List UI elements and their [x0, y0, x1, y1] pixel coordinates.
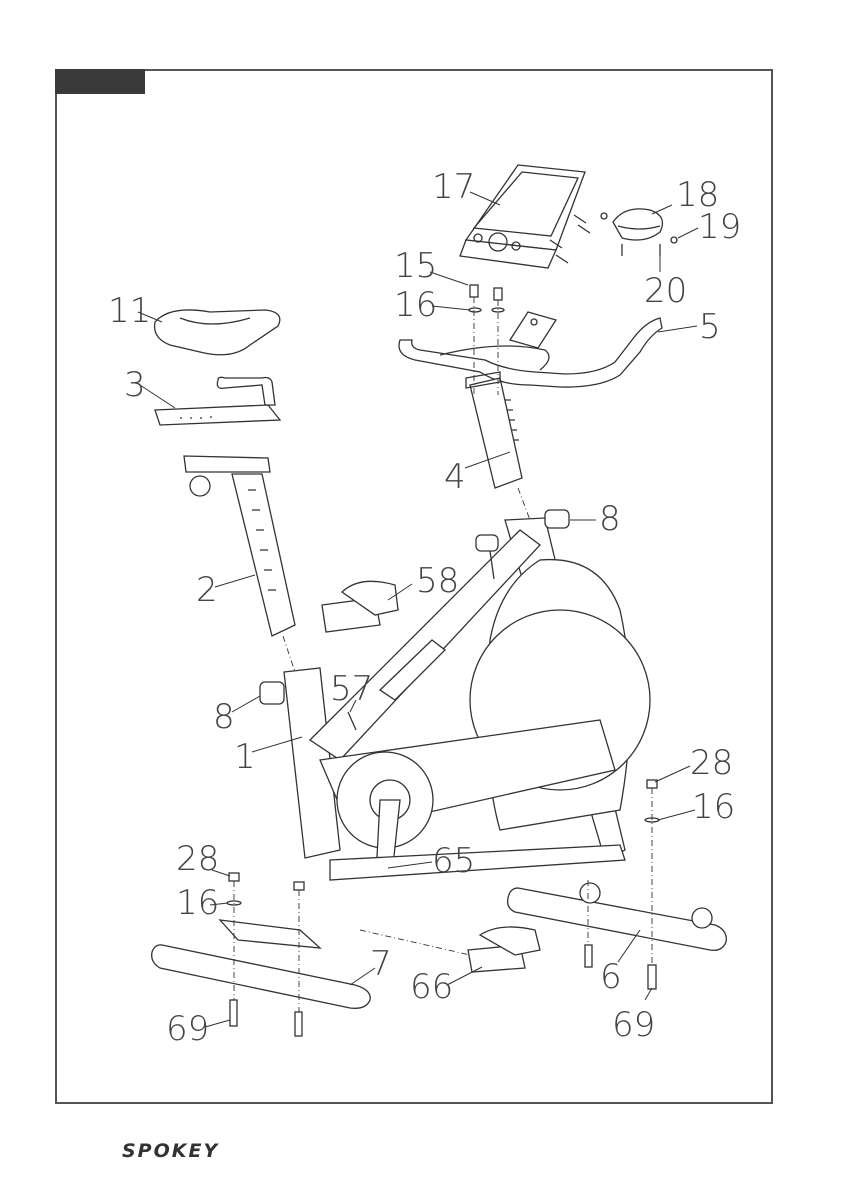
bottle-holder-part — [601, 209, 677, 256]
pedal-bottom-part — [468, 927, 540, 972]
rear-stabilizer-part — [508, 883, 727, 950]
seat-slider-part — [155, 377, 280, 425]
callout-11: 11 — [108, 291, 151, 331]
callout-1: 1 — [234, 737, 256, 777]
callout-66: 66 — [410, 967, 453, 1007]
callout-6: 6 — [600, 957, 622, 997]
callout-8-left: 8 — [213, 697, 235, 737]
seat-knob-part — [260, 682, 284, 704]
pedal-top-part — [322, 581, 398, 632]
callout-57: 57 — [330, 669, 373, 709]
callout-4: 4 — [444, 457, 466, 497]
callout-19: 19 — [698, 207, 741, 247]
callout-17: 17 — [432, 167, 475, 207]
callout-20: 20 — [644, 271, 687, 311]
callout-7: 7 — [370, 944, 392, 984]
console-part — [460, 165, 590, 268]
front-stabilizer-part — [152, 945, 371, 1008]
callout-16-top: 16 — [394, 285, 437, 325]
callout-8-top: 8 — [599, 499, 621, 539]
callout-3: 3 — [124, 365, 146, 405]
callout-65: 65 — [432, 841, 475, 881]
callout-69-right: 69 — [612, 1005, 655, 1045]
callout-58: 58 — [416, 561, 459, 601]
callout-16-left: 16 — [176, 883, 219, 923]
handlebar-part — [399, 312, 662, 387]
callout-28-right: 28 — [690, 743, 733, 783]
callout-16-right: 16 — [692, 787, 735, 827]
saddle-part — [155, 310, 280, 355]
callout-5: 5 — [699, 307, 721, 347]
callout-69-left: 69 — [166, 1009, 209, 1049]
callout-2: 2 — [196, 570, 218, 610]
spokey-logo: SPOKEY — [122, 1140, 219, 1162]
callout-15: 15 — [394, 246, 437, 286]
callout-28-left: 28 — [176, 839, 219, 879]
